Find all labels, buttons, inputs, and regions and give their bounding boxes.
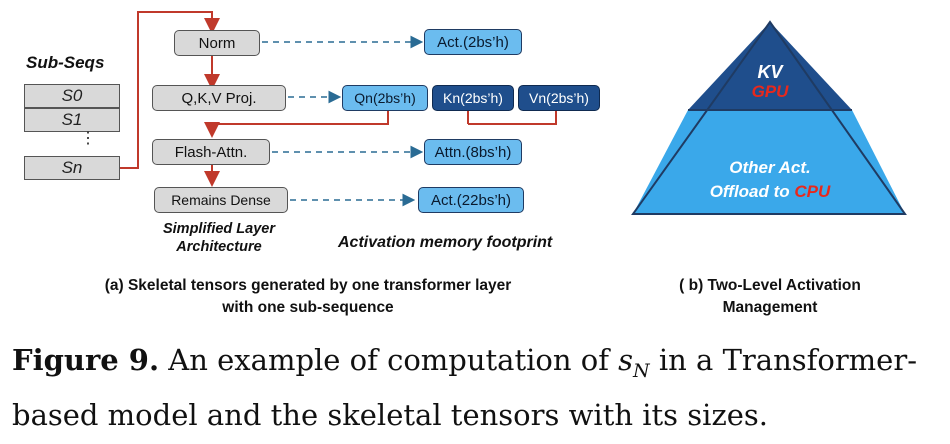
arch-label-line2: Architecture [176,239,262,255]
op-flash-attn: Flash-Attn. [152,139,270,165]
cpu-label: CPU [794,182,831,201]
act-v: Vn(2bs’h) [518,85,600,111]
figure-label: Figure 9. [12,343,160,377]
offload-prefix: Offload to [709,182,795,201]
act-q: Qn(2bs’h) [342,85,428,111]
subseqs-title: Sub-Seqs [26,53,105,72]
footprint-label: Activation memory footprint [338,234,553,251]
act-norm: Act.(2bs’h) [424,29,522,55]
act-dense: Act.(22bs’h) [418,187,524,213]
figure-caption-line2: based model and the skeletal tensors wit… [12,397,768,432]
memory-pyramid [631,20,907,215]
subseq-s0: S0 [24,84,120,108]
kv-label: KV [757,62,783,82]
math-n: N [633,359,650,382]
caption-a-line2: with one sub-sequence [222,299,394,316]
math-s: s [618,343,634,377]
caption-text-1: An example of computation of [159,343,619,377]
subseq-sn: Sn [24,156,120,180]
op-norm: Norm [174,30,260,56]
caption-a: (a) Skeletal tensors generated by one tr… [20,275,596,319]
caption-b: ( b) Two-Level Activation Management [640,275,900,319]
figure-caption-line1: Figure 9. An example of computation of s… [12,338,942,393]
pyramid-top-kv [688,22,852,110]
act-k: Kn(2bs’h) [432,85,514,111]
other-act-label: Other Act. [729,158,811,177]
figure-caption: Figure 9. An example of computation of s… [12,338,942,437]
act-attn: Attn.(8bs’h) [424,139,522,165]
gpu-label: GPU [751,82,789,101]
pyramid-bottom-text: Other Act. Offload to CPU [650,156,890,204]
arch-label: Simplified Layer Architecture [146,220,292,256]
offload-label: Offload to CPU [650,180,890,204]
data-flow-red-lines [120,11,557,187]
caption-a-line1: (a) Skeletal tensors generated by one tr… [104,277,512,294]
subseq-s1: S1 [24,108,120,132]
subseq-ellipsis: ⋮ [80,130,96,147]
pyramid-bottom-other [633,110,905,214]
op-qkv-proj: Q,K,V Proj. [152,85,286,111]
pyramid-top-text: KV GPU [720,62,820,102]
activation-dashed-arrows [262,35,424,207]
op-remains-dense: Remains Dense [154,187,288,213]
arch-label-line1: Simplified Layer [162,221,275,237]
caption-b-line1: ( b) Two-Level Activation [679,277,861,294]
caption-text-2: in a Transformer- [649,343,918,377]
caption-b-line2: Management [722,299,818,316]
